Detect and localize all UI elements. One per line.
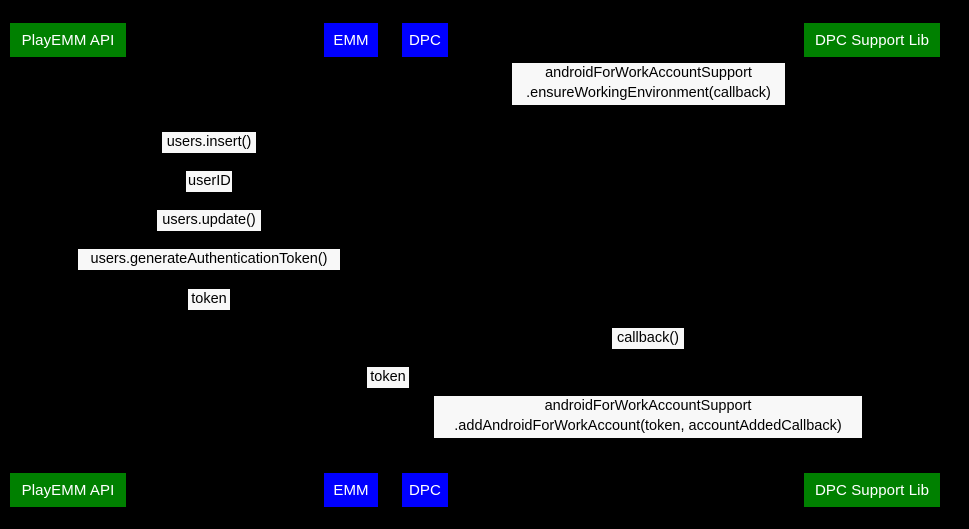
message-label-line1: callback() xyxy=(616,330,680,346)
message-label-add-android-for-work-account: androidForWorkAccountSupport .addAndroidF… xyxy=(434,396,862,438)
participant-box-dpc-bottom[interactable]: DPC xyxy=(402,473,448,507)
participant-box-dpc-support-lib-bottom[interactable]: DPC Support Lib xyxy=(804,473,940,507)
message-label-callback: callback() xyxy=(612,328,684,349)
participant-box-dpc[interactable]: DPC xyxy=(402,23,448,57)
message-label-users-generate-authentication-token: users.generateAuthenticationToken() xyxy=(78,249,340,270)
participant-label: DPC xyxy=(409,481,441,499)
message-label-token-to-dpc: token xyxy=(367,367,409,388)
message-label-line2: .ensureWorkingEnvironment(callback) xyxy=(526,84,771,101)
message-label-token-to-emm: token xyxy=(188,289,230,310)
participant-label: PlayEMM API xyxy=(21,481,115,499)
participant-label: DPC Support Lib xyxy=(814,31,930,49)
participant-label: DPC Support Lib xyxy=(814,481,930,499)
participant-label: EMM xyxy=(333,31,369,49)
message-label-users-insert: users.insert() xyxy=(162,132,256,153)
participant-box-playemm-api[interactable]: PlayEMM API xyxy=(10,23,126,57)
participant-box-emm-bottom[interactable]: EMM xyxy=(324,473,378,507)
message-label-user-id: userID xyxy=(186,171,232,192)
message-label-line1: users.insert() xyxy=(166,134,252,150)
message-label-line2: .addAndroidForWorkAccount(token, account… xyxy=(454,417,842,434)
message-label-line1: users.generateAuthenticationToken() xyxy=(90,251,328,267)
message-label-line1: androidForWorkAccountSupport xyxy=(545,65,752,81)
participant-label: EMM xyxy=(333,481,369,499)
message-label-line1: token xyxy=(191,291,227,307)
participant-label: PlayEMM API xyxy=(21,31,115,49)
participant-box-emm[interactable]: EMM xyxy=(324,23,378,57)
message-label-users-update: users.update() xyxy=(157,210,261,231)
message-label-line1: androidForWorkAccountSupport xyxy=(544,398,752,414)
participant-label: DPC xyxy=(409,31,441,49)
message-label-ensure-working-environment: androidForWorkAccountSupport .ensureWorki… xyxy=(512,63,785,105)
participant-box-playemm-api-bottom[interactable]: PlayEMM API xyxy=(10,473,126,507)
participant-box-dpc-support-lib[interactable]: DPC Support Lib xyxy=(804,23,940,57)
message-label-line1: userID xyxy=(188,173,231,189)
message-label-line1: token xyxy=(370,369,406,385)
message-label-line1: users.update() xyxy=(162,212,256,228)
